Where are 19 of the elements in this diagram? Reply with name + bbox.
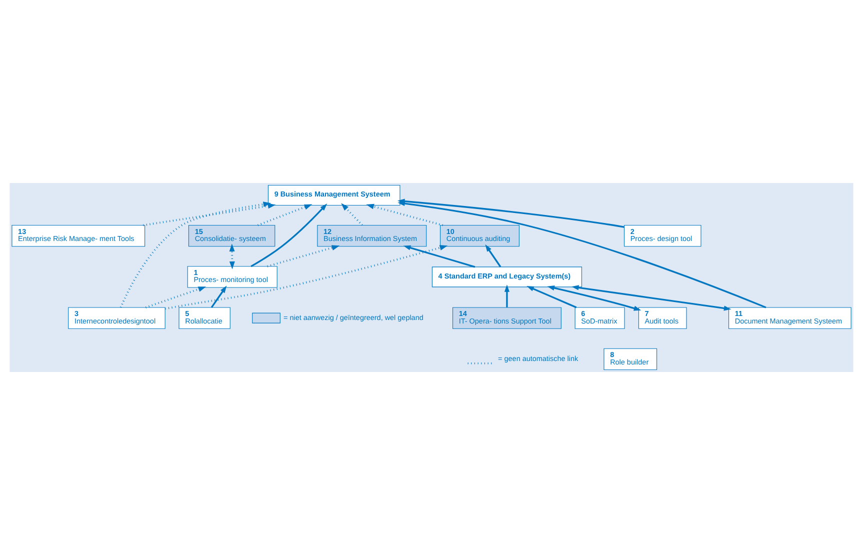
arrow [164,244,448,310]
arrow [257,204,312,226]
arrow [228,243,234,269]
arrow [484,244,501,267]
arrow [397,200,766,308]
arrow [366,203,443,226]
arrow [396,198,624,228]
arrow [526,285,576,308]
arrow [142,202,276,226]
arrow [144,286,206,308]
arrow [119,201,271,308]
arrow [266,244,340,267]
arrow [571,284,731,310]
arrow [546,285,641,310]
arrow [210,285,226,308]
arrow [504,284,509,307]
arrow [402,244,475,268]
arrow [340,202,362,226]
arrow [250,203,327,267]
